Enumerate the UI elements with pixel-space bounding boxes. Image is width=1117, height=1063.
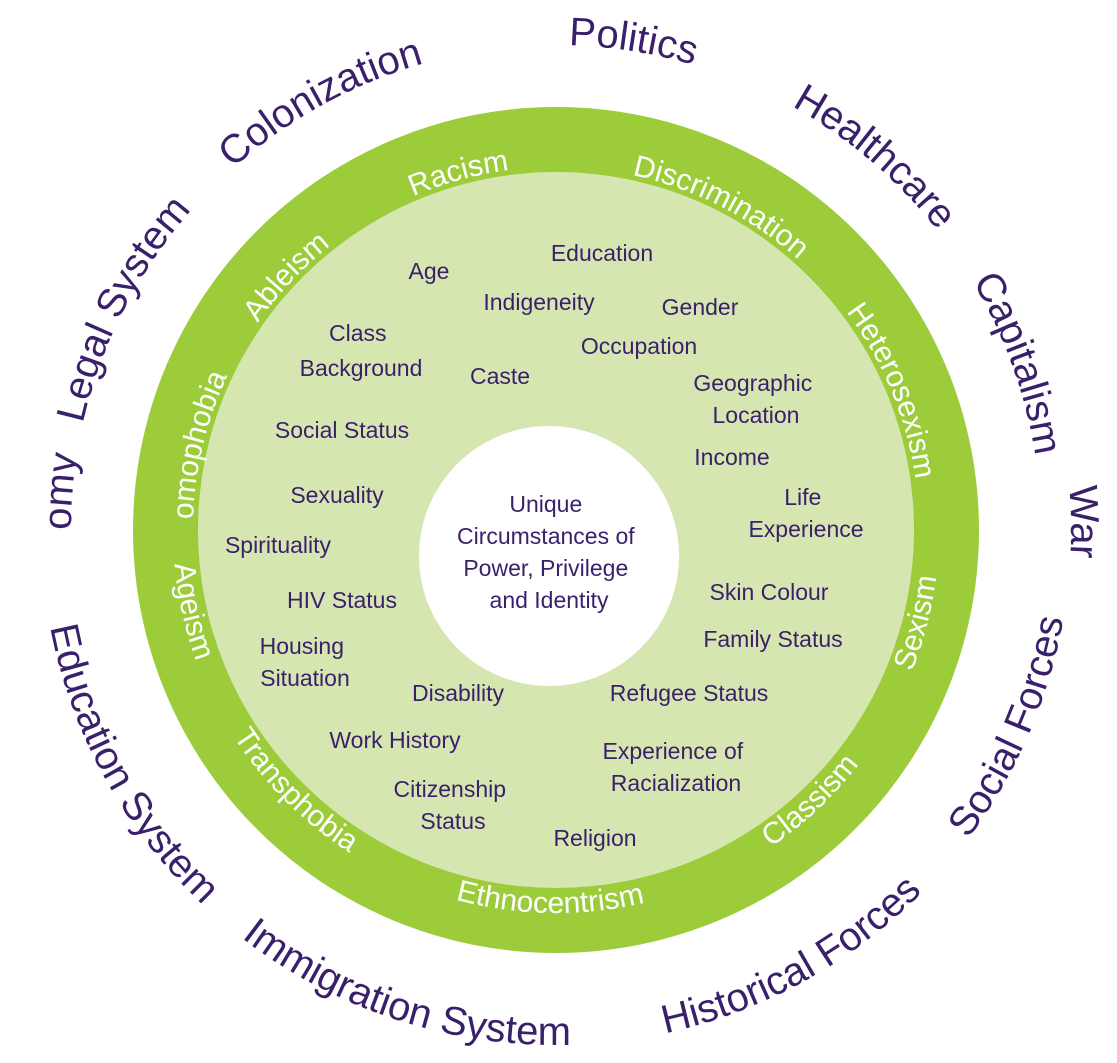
factor-citizenship-status: Citizenship Status [394,776,513,834]
factor-life-experience-line-1: Life [784,484,821,510]
factor-work-history: Work History [329,727,461,753]
center-circle [419,426,679,686]
factor-life-experience: Life Experience [748,484,863,542]
factor-income: Income [694,444,769,470]
outer-force-war: War [1060,484,1106,559]
factor-housing-situation-line-1: Housing [260,633,344,659]
center-title: Unique Circumstances of Power, Privilege… [457,491,641,613]
factor-religion-line-1: Religion [553,825,636,851]
factor-sexuality: Sexuality [290,482,384,508]
factor-class-background-line-1: Class [329,320,387,346]
factor-education: Education [551,240,653,266]
center-line-1: Unique [509,491,582,517]
factor-experience-of-racialization-line-1: Experience of [602,738,743,764]
factor-geographic-location-line-2: Location [713,402,800,428]
factor-disability-line-1: Disability [412,680,505,706]
outer-force-economy: Economy [0,0,86,530]
center-line-3: Power, Privilege [463,555,628,581]
factor-citizenship-status-line-2: Status [420,808,485,834]
factor-experience-of-racialization: Experience of Racialization [602,738,749,796]
factor-social-status: Social Status [275,417,409,443]
factor-work-history-line-1: Work History [329,727,461,753]
factor-age: Age [409,258,450,284]
factor-social-status-line-1: Social Status [275,417,409,443]
factor-refugee-status: Refugee Status [610,680,769,706]
factor-spirituality: Spirituality [225,532,332,558]
factor-family-status-line-1: Family Status [703,626,842,652]
factor-gender: Gender [662,294,739,320]
factor-income-line-1: Income [694,444,769,470]
factor-gender-line-1: Gender [662,294,739,320]
factor-geographic-location-line-1: Geographic [693,370,812,396]
factor-housing-situation-line-2: Situation [260,665,350,691]
factor-caste-line-1: Caste [470,363,530,389]
factor-refugee-status-line-1: Refugee Status [610,680,769,706]
center-line-4: and Identity [490,587,609,613]
factor-hiv-status-line-1: HIV Status [287,587,397,613]
factor-indigeneity-line-1: Indigeneity [483,289,595,315]
factor-education-line-1: Education [551,240,653,266]
factor-age-line-1: Age [409,258,450,284]
factor-caste: Caste [470,363,530,389]
factor-religion: Religion [553,825,636,851]
factor-experience-of-racialization-line-2: Racialization [611,770,741,796]
identity-factors-group: Age Education Indigeneity Gender Class B… [225,240,864,851]
factor-housing-situation: Housing Situation [260,633,351,691]
factor-occupation-line-1: Occupation [581,333,697,359]
factor-skin-colour: Skin Colour [710,579,829,605]
factor-spirituality-line-1: Spirituality [225,532,332,558]
factor-skin-colour-line-1: Skin Colour [710,579,829,605]
factor-family-status: Family Status [703,626,842,652]
factor-occupation: Occupation [581,333,697,359]
outer-force-politics: Politics [568,10,703,73]
factor-class-background: Class Background [300,320,423,381]
factor-indigeneity: Indigeneity [483,289,595,315]
factor-hiv-status: HIV Status [287,587,397,613]
factor-life-experience-line-2: Experience [748,516,863,542]
factor-class-background-line-2: Background [300,355,423,381]
factor-disability: Disability [412,680,505,706]
factor-citizenship-status-line-1: Citizenship [394,776,507,802]
factor-geographic-location: Geographic Location [693,370,818,428]
factor-sexuality-line-1: Sexuality [290,482,384,508]
outer-force-capitalism: Capitalism [965,264,1070,457]
center-line-2: Circumstances of [457,523,635,549]
